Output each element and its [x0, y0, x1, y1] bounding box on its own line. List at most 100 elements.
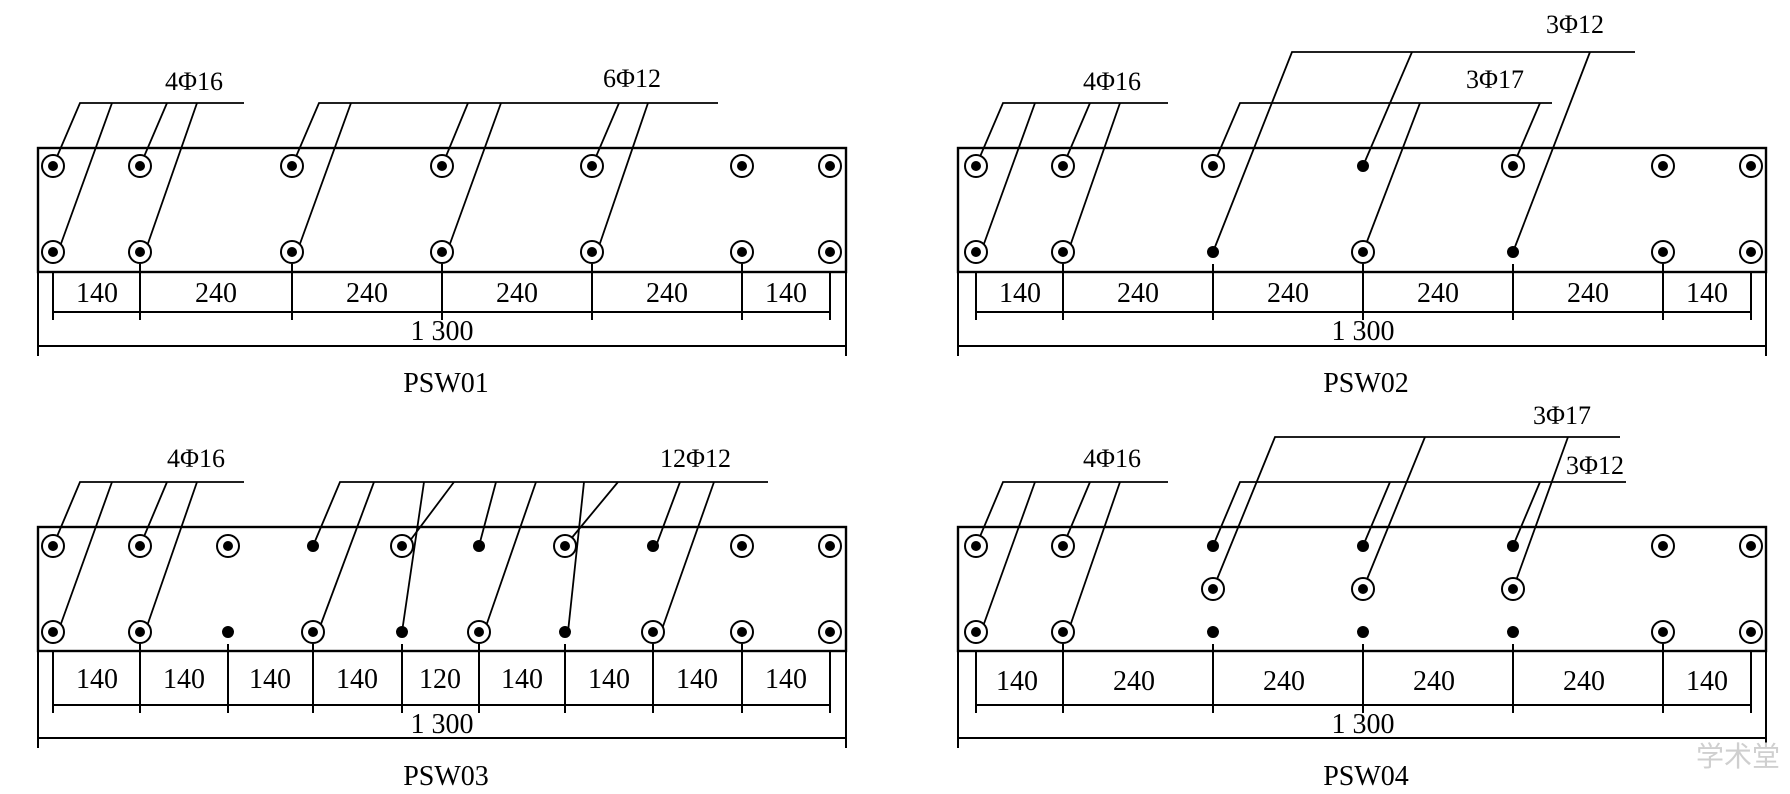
- bar-large: [128, 154, 152, 178]
- leader-lines-3phi12: [1212, 51, 1635, 253]
- leader-lines-4phi16: [52, 102, 244, 253]
- bar-large: [1651, 154, 1675, 178]
- bar-small: [1357, 626, 1369, 638]
- bar-large: [1501, 577, 1525, 601]
- bar-small: [1507, 246, 1519, 258]
- label-12phi12: 12Φ12: [660, 444, 731, 473]
- total-dimension: 1 300: [411, 709, 474, 740]
- leader-lines-3phi17: [1212, 436, 1620, 590]
- leader-lines-4phi16: [52, 481, 244, 633]
- bar-small: [647, 540, 659, 552]
- bar-large: [1351, 240, 1375, 264]
- bar-large: [1739, 620, 1763, 644]
- bar-large: [1739, 154, 1763, 178]
- bars: [41, 154, 842, 264]
- bar-large: [641, 620, 665, 644]
- label-3phi12: 3Φ12: [1546, 10, 1604, 39]
- dim-label: 140: [588, 664, 630, 695]
- bar-large: [964, 620, 988, 644]
- bar-large: [1051, 240, 1075, 264]
- dim-label: 140: [163, 664, 205, 695]
- label-3phi12: 3Φ12: [1566, 451, 1624, 480]
- label-4phi16: 4Φ16: [1083, 444, 1141, 473]
- panel-title: PSW01: [403, 368, 489, 399]
- dim-label: 240: [346, 278, 388, 309]
- dim-label: 240: [646, 278, 688, 309]
- bar-large: [41, 534, 65, 558]
- label-3phi17: 3Φ17: [1466, 65, 1524, 94]
- bar-small: [396, 626, 408, 638]
- dim-label: 140: [76, 278, 118, 309]
- bar-large: [1051, 534, 1075, 558]
- dim-label: 140: [765, 278, 807, 309]
- leader-lines-12phi12: [312, 481, 768, 633]
- dimension-chain: [37, 264, 847, 356]
- bar-large: [1051, 620, 1075, 644]
- total-dimension: 1 300: [1332, 709, 1395, 740]
- bar-large: [41, 154, 65, 178]
- dim-label: 140: [765, 664, 807, 695]
- bar-large: [580, 154, 604, 178]
- label-6phi12: 6Φ12: [603, 64, 661, 93]
- bar-large: [467, 620, 491, 644]
- bar-large: [1051, 154, 1075, 178]
- bar-small: [1507, 540, 1519, 552]
- leader-lines-4phi16: [975, 102, 1168, 253]
- bar-large: [818, 620, 842, 644]
- label-4phi16: 4Φ16: [167, 444, 225, 473]
- bar-large: [730, 154, 754, 178]
- dim-label: 240: [1417, 278, 1459, 309]
- dim-label: 140: [501, 664, 543, 695]
- panel-psw04: 4Φ16 3Φ17 3Φ12: [956, 401, 1768, 792]
- dim-label: 240: [1117, 278, 1159, 309]
- label-3phi17: 3Φ17: [1533, 401, 1591, 430]
- bar-large: [301, 620, 325, 644]
- bars: [41, 534, 842, 644]
- bar-large: [1651, 534, 1675, 558]
- dim-label: 240: [496, 278, 538, 309]
- bar-large: [1651, 620, 1675, 644]
- panel-psw02: 4Φ16 3Φ12 3Φ17: [956, 10, 1768, 399]
- bar-large: [1739, 240, 1763, 264]
- total-dimension: 1 300: [411, 316, 474, 347]
- dim-label: 140: [1686, 666, 1728, 697]
- bar-small: [1207, 540, 1219, 552]
- panel-title: PSW03: [403, 761, 489, 792]
- bar-large: [128, 240, 152, 264]
- bar-large: [128, 620, 152, 644]
- bar-large: [280, 154, 304, 178]
- bar-small: [559, 626, 571, 638]
- total-dimension: 1 300: [1332, 316, 1395, 347]
- bar-large: [1201, 154, 1225, 178]
- leader-lines-3phi12: [1212, 481, 1626, 547]
- bar-small: [222, 626, 234, 638]
- bar-large: [216, 534, 240, 558]
- bar-large: [280, 240, 304, 264]
- bar-large: [41, 240, 65, 264]
- bar-large: [580, 240, 604, 264]
- panel-title: PSW04: [1323, 761, 1409, 792]
- bar-large: [41, 620, 65, 644]
- bars: [964, 154, 1763, 264]
- dim-label: 140: [676, 664, 718, 695]
- bar-large: [1651, 240, 1675, 264]
- bar-large: [964, 240, 988, 264]
- dimension-chain: [957, 644, 1767, 748]
- label-4phi16: 4Φ16: [1083, 67, 1141, 96]
- bar-small: [473, 540, 485, 552]
- wall-outline: [36, 525, 848, 653]
- bars: [964, 534, 1763, 644]
- bar-large: [553, 534, 577, 558]
- panel-title: PSW02: [1323, 368, 1409, 399]
- dim-label: 240: [1267, 278, 1309, 309]
- bar-small: [1357, 160, 1369, 172]
- dim-label: 240: [195, 278, 237, 309]
- dim-label: 140: [249, 664, 291, 695]
- bar-small: [1207, 626, 1219, 638]
- dim-label: 240: [1563, 666, 1605, 697]
- label-4phi16: 4Φ16: [165, 67, 223, 96]
- dim-label: 120: [419, 664, 461, 695]
- bar-small: [1207, 246, 1219, 258]
- panel-psw01: 4Φ16 6Φ12: [36, 64, 848, 399]
